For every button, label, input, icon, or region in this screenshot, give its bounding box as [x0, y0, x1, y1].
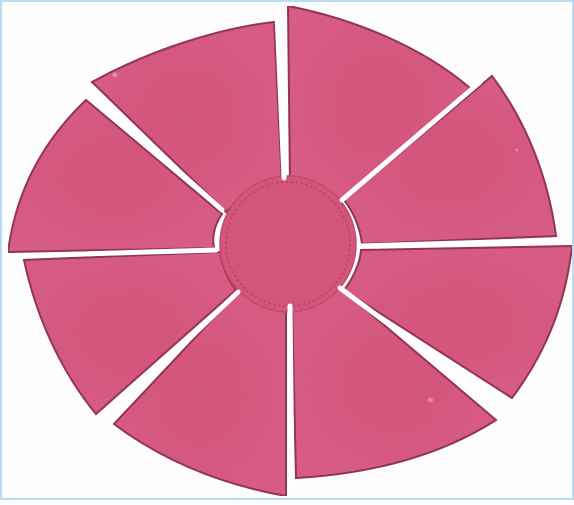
paper-flower-graphic: [0, 0, 574, 500]
paper-flower-scene: [0, 0, 574, 500]
